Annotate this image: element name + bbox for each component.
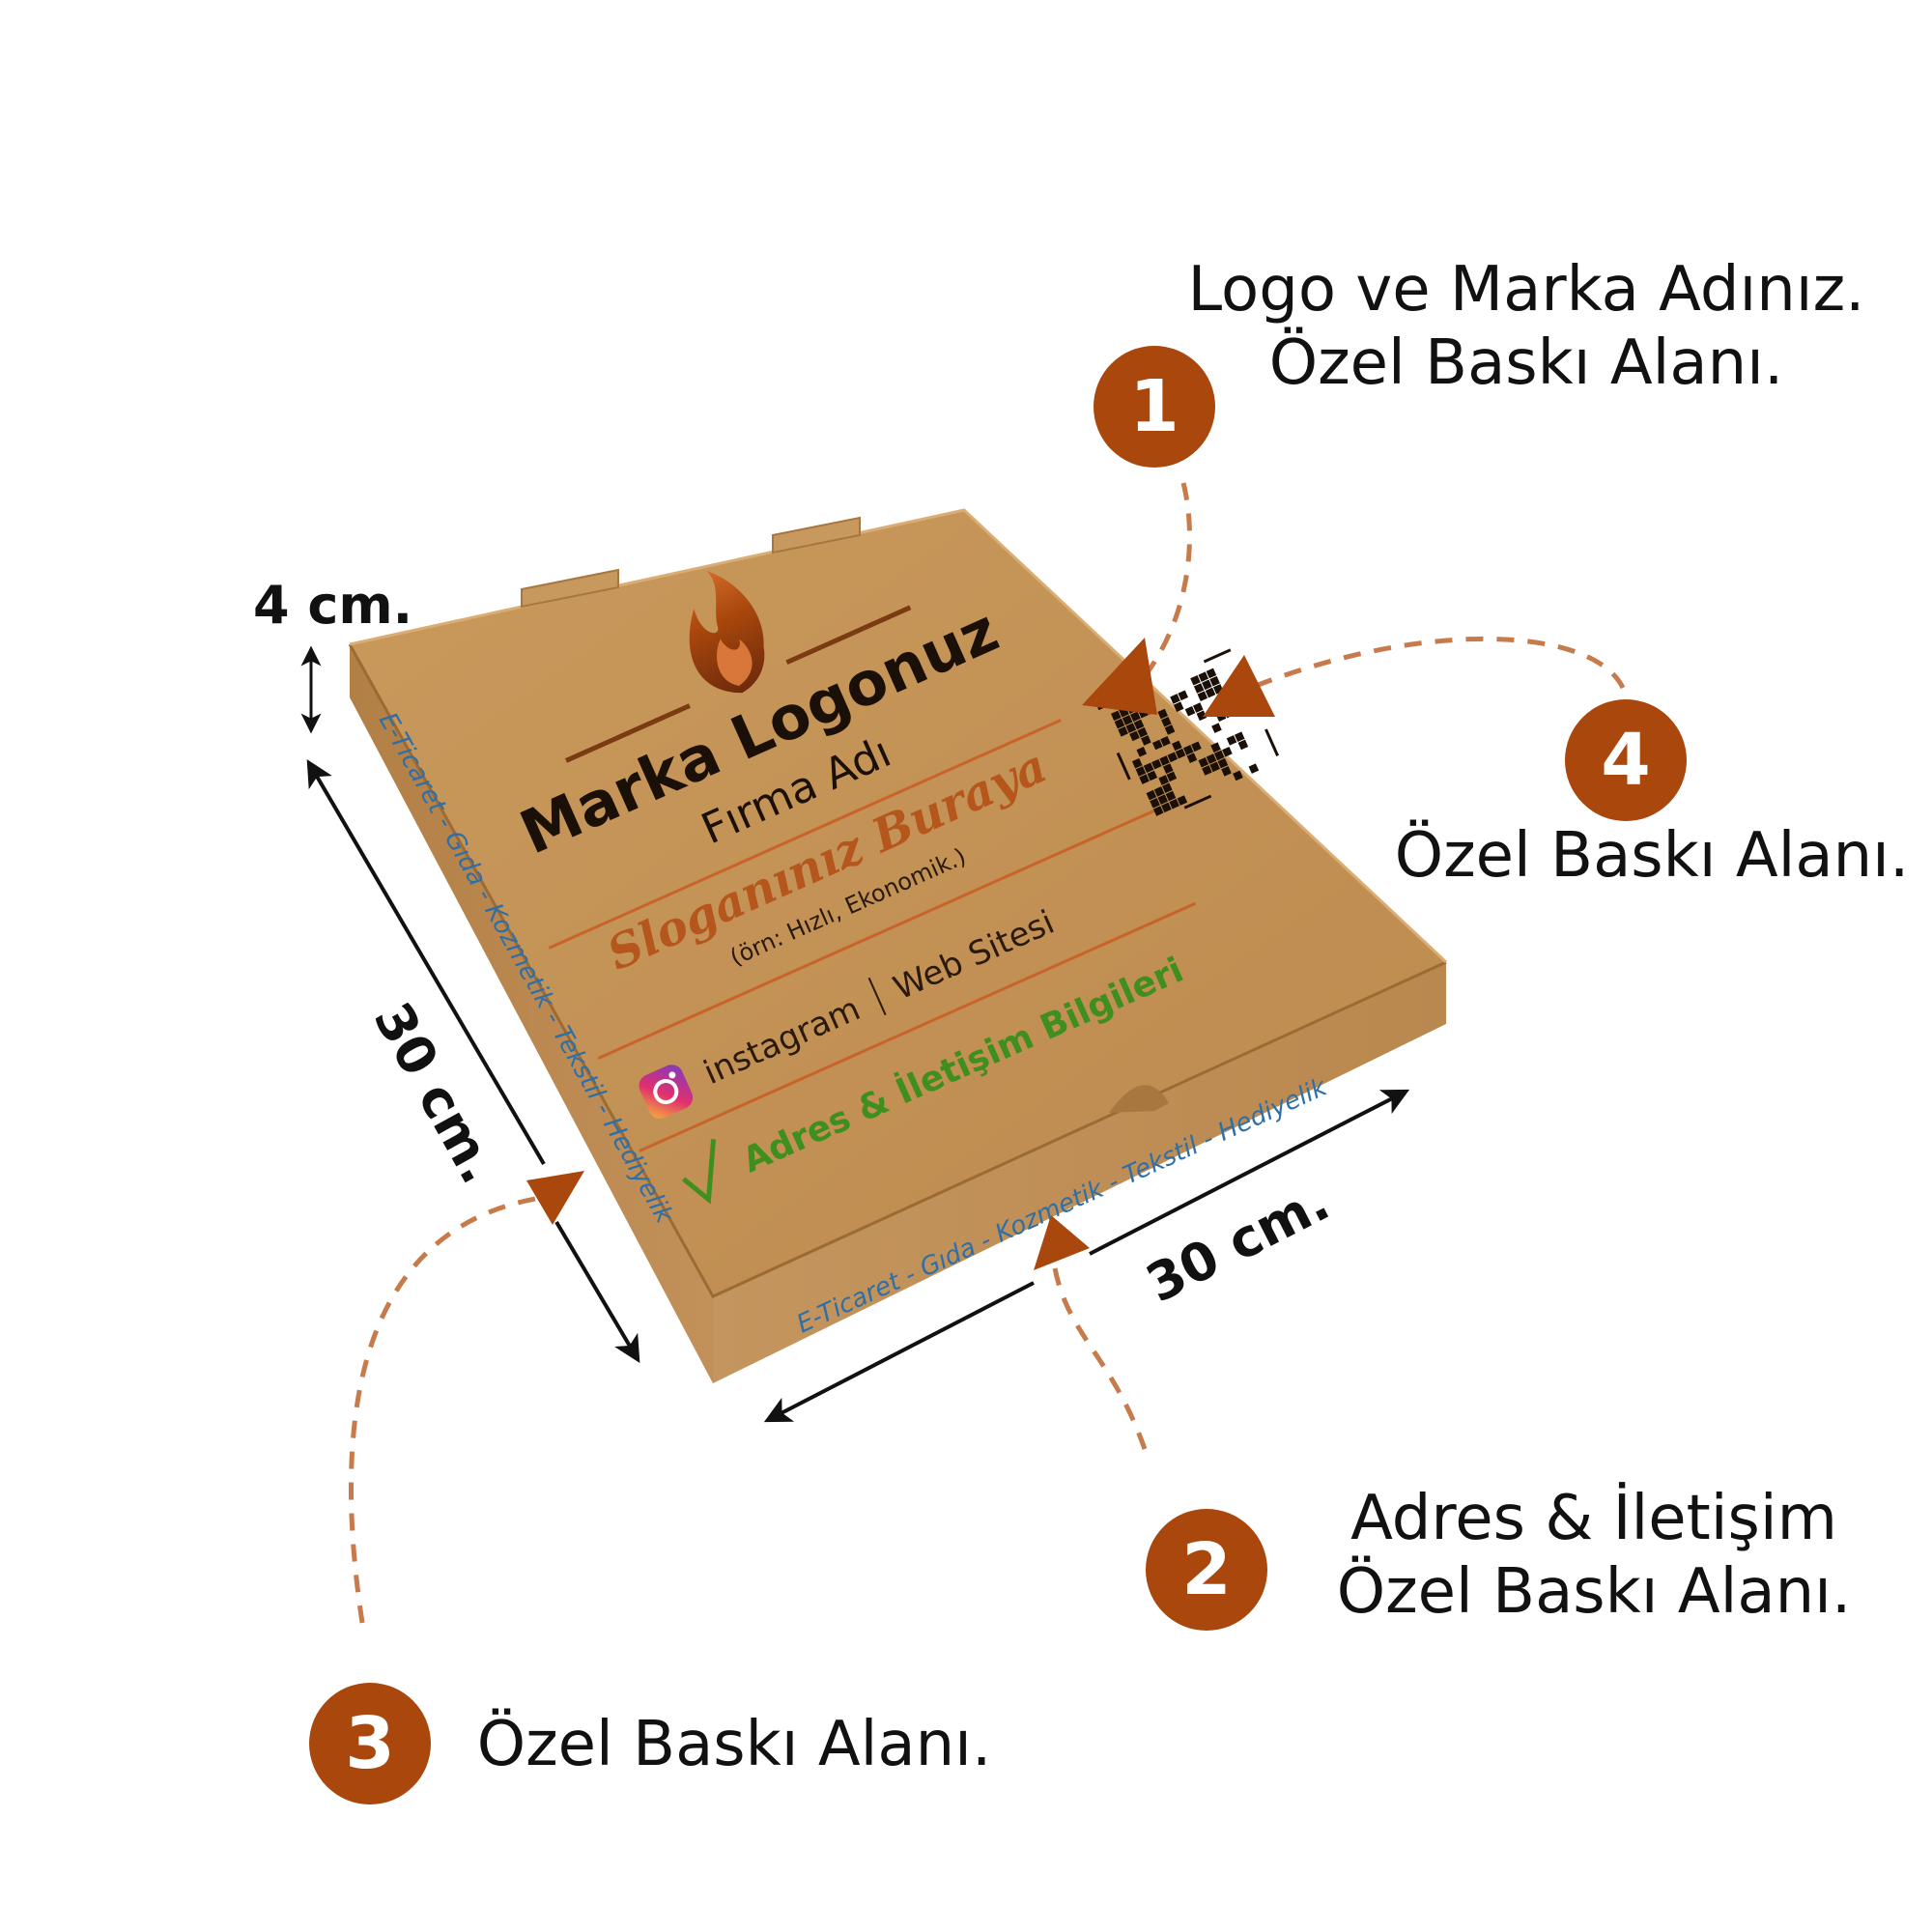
callout-1-text: Logo ve Marka Adınız. Özel Baskı Alanı. [1179,253,1874,400]
depth-dimension-arrow-top [306,758,546,1166]
callout-2-text: Adres & İletişim Özel Baskı Alanı. [1314,1482,1874,1629]
box-lid-tab-right [772,516,861,554]
callout-4-line-1: Özel Baskı Alanı. [1394,820,1910,892]
callout-2-line-1: Adres & İletişim [1350,1483,1837,1554]
box-lid [350,510,1446,1296]
callout-2-connector [1050,1255,1148,1450]
box-front-side [713,962,1446,1383]
callout-2-arrowhead [1034,1215,1090,1270]
check-icon [682,1139,717,1205]
callout-3-badge: 3 [309,1683,431,1804]
callout-4-badge: 4 [1565,699,1687,821]
callout-3-line-1: Özel Baskı Alanı. [476,1709,992,1780]
box-lid-tab-left [521,568,619,609]
depth-dimension-arrow-bottom [554,1220,640,1364]
callout-4-arrowhead [1203,655,1275,717]
callout-4-connector [1255,636,1626,690]
callout-2-badge: 2 [1146,1509,1267,1631]
instagram-icon [639,1065,694,1119]
callout-1-line-1: Logo ve Marka Adınız. [1187,254,1865,326]
qr-code-icon [1095,647,1284,826]
callout-2-line-2: Özel Baskı Alanı. [1336,1556,1852,1628]
box-left-side [350,644,713,1383]
callout-1-arrowhead [1082,638,1157,715]
callout-4-text: Özel Baskı Alanı. [1391,819,1913,893]
callout-1-badge: 1 [1094,346,1215,468]
callout-1-line-2: Özel Baskı Alanı. [1268,327,1784,399]
box-thumb-notch [1109,1085,1169,1113]
callout-3-arrowhead [526,1171,584,1225]
width-dimension-arrow-right [1089,1089,1410,1256]
height-dimension-label: 4 cm. [253,575,413,636]
width-dimension-arrow-left [763,1281,1035,1423]
callout-3-text: Özel Baskı Alanı. [464,1708,1005,1781]
flame-logo-icon [689,571,765,694]
callout-1-connector [1142,482,1192,678]
callout-3-connector [349,1195,542,1624]
